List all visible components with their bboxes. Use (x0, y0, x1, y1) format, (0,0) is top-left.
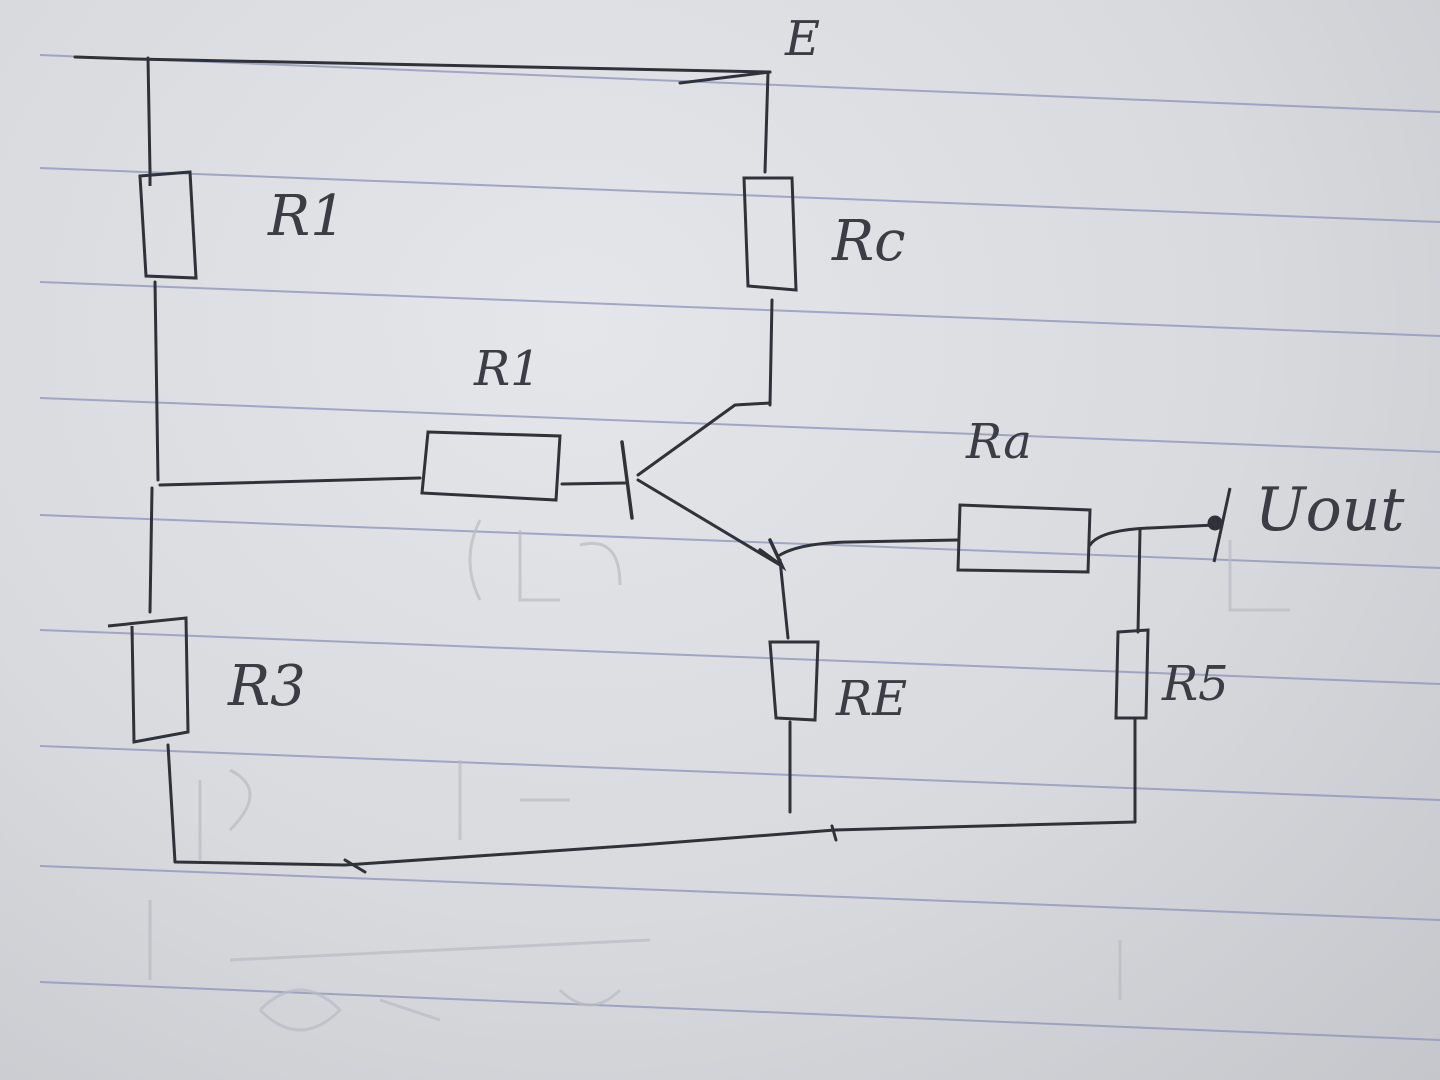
transistor-base-bar (620, 440, 634, 520)
resistor-r1-top (138, 168, 198, 280)
label-r-out-shunt: R5 (1161, 656, 1229, 712)
resistor-rc (742, 176, 798, 292)
circuit-wires (73, 55, 1217, 874)
label-r-base: R1 (473, 341, 541, 397)
transistor-symbol (620, 440, 787, 572)
resistor-r3 (107, 616, 190, 744)
collector-leg (636, 401, 772, 477)
label-supply: E (784, 11, 820, 67)
resistor-r1-base (420, 430, 562, 502)
resistor-re (768, 640, 820, 722)
emitter-leg (636, 478, 782, 567)
label-output: Uout (1255, 475, 1405, 545)
supply-rail (73, 55, 772, 74)
output-terminal (1207, 487, 1232, 563)
label-r-bottom-left: R3 (227, 654, 306, 719)
bleed-through-marks (148, 519, 1290, 1032)
label-r-top-left: R1 (267, 184, 346, 249)
label-r-top-right: Rc (831, 209, 906, 274)
emitter-arrow (758, 538, 787, 572)
label-r-series-out: Ra (965, 414, 1032, 470)
resistor-r5 (1114, 628, 1150, 720)
resistor-ra (956, 503, 1092, 574)
label-r-emitter: RE (835, 671, 907, 727)
